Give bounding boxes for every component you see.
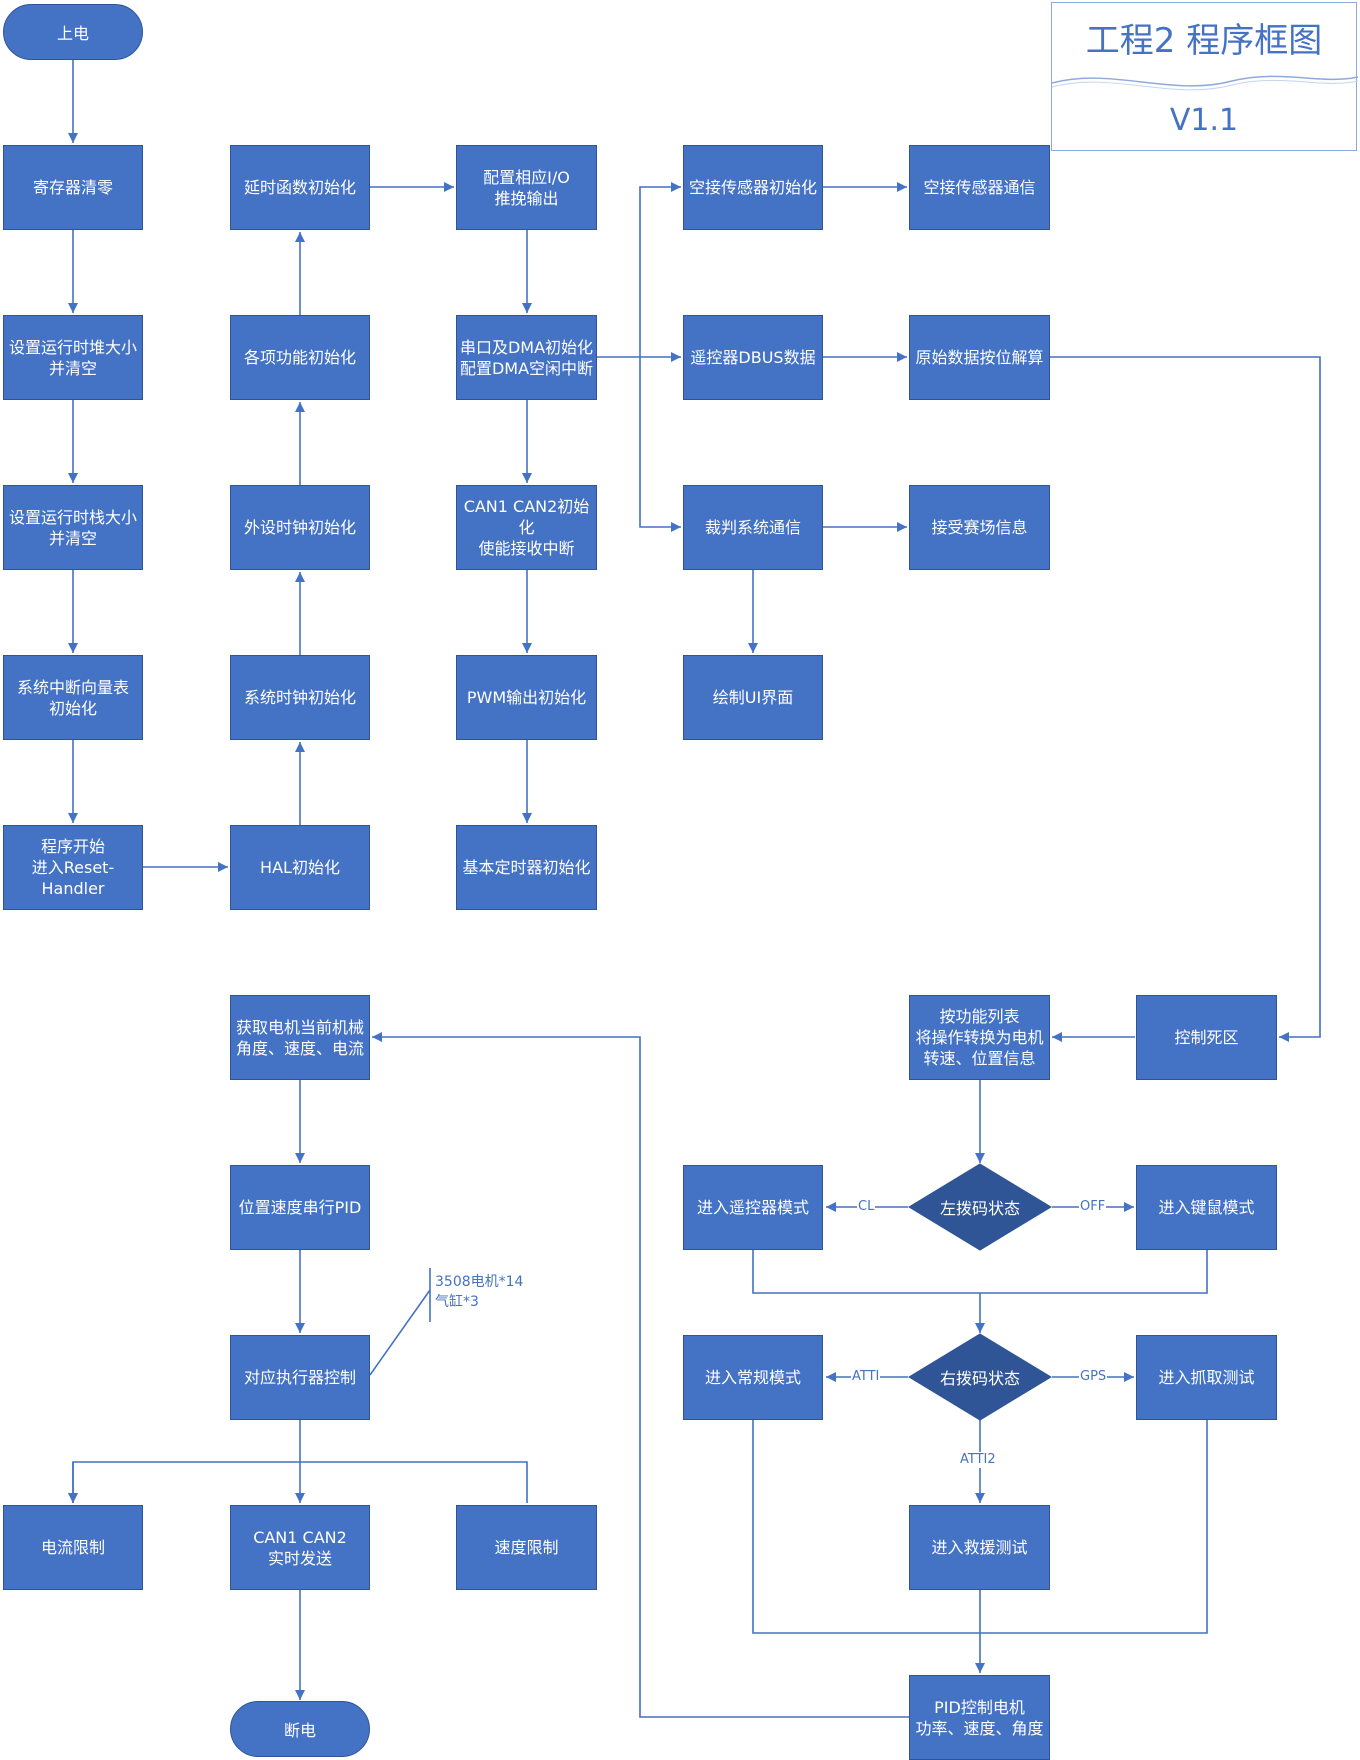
left-switch-label: 左拨码状态 <box>939 1199 1020 1218</box>
edge-decode-deadzone <box>1050 356 1321 1042</box>
peripheral-clock-box: 外设时钟初始化 <box>230 485 370 570</box>
edge-branch-sensor <box>639 182 681 357</box>
program-start-box: 程序开始 进入Reset-Handler <box>3 825 143 910</box>
edge-merge-rightsw <box>752 1250 1208 1333</box>
edge-label-gps: GPS <box>1079 1369 1108 1385</box>
rescue-test-box: 进入救援测试 <box>909 1505 1050 1590</box>
rc-mode-box: 进入遥控器模式 <box>683 1165 823 1250</box>
current-limit-box: 电流限制 <box>3 1505 143 1590</box>
function-init-box: 各项功能初始化 <box>230 315 370 400</box>
edge-label-atti2: ATTI2 <box>959 1452 997 1468</box>
speed-limit-box: 速度限制 <box>456 1505 597 1590</box>
timer-init-box: 基本定时器初始化 <box>456 825 597 910</box>
register-clear-box: 寄存器清零 <box>3 145 143 230</box>
sensor-init-box: 空接传感器初始化 <box>683 145 823 230</box>
start-terminal: 上电 <box>3 4 143 60</box>
can-send-box: CAN1 CAN2 实时发送 <box>230 1505 370 1590</box>
io-config-box: 配置相应I/O 推挽输出 <box>456 145 597 230</box>
grab-test-box: 进入抓取测试 <box>1136 1335 1277 1420</box>
right-switch-diamond <box>908 1333 1052 1421</box>
pid-motor-box: PID控制电机 功率、速度、角度 <box>909 1675 1050 1760</box>
edge-merge-pid <box>752 1420 1208 1673</box>
right-switch-label: 右拨码状态 <box>939 1369 1020 1388</box>
edge-label-cl: CL <box>857 1199 876 1215</box>
title-wave-divider <box>1052 75 1358 91</box>
title-box: 工程2 程序框图 V1.1 <box>1051 2 1358 151</box>
sensor-comm-box: 空接传感器通信 <box>909 145 1050 230</box>
actuator-annotation: 3508电机*14 气缸*3 <box>435 1274 524 1310</box>
end-terminal: 断电 <box>230 1701 370 1757</box>
interrupt-vector-box: 系统中断向量表 初始化 <box>3 655 143 740</box>
actuator-control-box: 对应执行器控制 <box>230 1335 370 1420</box>
keymouse-mode-box: 进入键鼠模式 <box>1136 1165 1277 1250</box>
deadzone-box: 控制死区 <box>1136 995 1277 1080</box>
page-title: 工程2 程序框图 <box>1085 21 1323 61</box>
annotation-bracket <box>369 1268 431 1376</box>
cascade-pid-box: 位置速度串行PID <box>230 1165 370 1250</box>
hal-init-box: HAL初始化 <box>230 825 370 910</box>
system-clock-box: 系统时钟初始化 <box>230 655 370 740</box>
referee-comm-box: 裁判系统通信 <box>683 485 823 570</box>
draw-ui-box: 绘制UI界面 <box>683 655 823 740</box>
dbus-data-box: 遥控器DBUS数据 <box>683 315 823 400</box>
left-switch-diamond <box>908 1163 1052 1251</box>
edge-branch-referee <box>639 357 681 532</box>
version-label: V1.1 <box>1169 103 1239 138</box>
edge-pid-getmotor <box>372 1032 910 1718</box>
function-list-box: 按功能列表 将操作转换为电机 转速、位置信息 <box>909 995 1050 1080</box>
edge-label-atti: ATTI <box>851 1369 881 1385</box>
field-info-box: 接受赛场信息 <box>909 485 1050 570</box>
delay-init-box: 延时函数初始化 <box>230 145 370 230</box>
stack-size-box: 设置运行时栈大小 并清空 <box>3 485 143 570</box>
get-motor-state-box: 获取电机当前机械 角度、速度、电流 <box>230 995 370 1080</box>
can-init-box: CAN1 CAN2初始化 使能接收中断 <box>456 485 597 570</box>
raw-decode-box: 原始数据按位解算 <box>909 315 1050 400</box>
normal-mode-box: 进入常规模式 <box>683 1335 823 1420</box>
heap-size-box: 设置运行时堆大小 并清空 <box>3 315 143 400</box>
edge-label-off: OFF <box>1079 1199 1107 1215</box>
uart-dma-box: 串口及DMA初始化 配置DMA空闲中断 <box>456 315 597 400</box>
pwm-init-box: PWM输出初始化 <box>456 655 597 740</box>
